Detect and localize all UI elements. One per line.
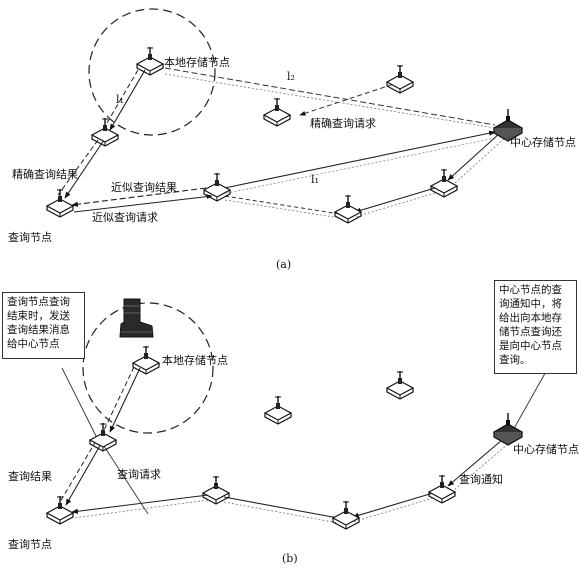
label-precise-request: 精确查询请求	[310, 116, 376, 130]
local-storage-node-b	[132, 345, 160, 375]
sensor-node-bottom-2	[334, 194, 362, 224]
label-approx-request: 近似查询请求	[92, 210, 158, 224]
link-local-down-2	[103, 69, 139, 129]
link-bottom-1	[224, 195, 341, 215]
label-l1-top: l₁	[116, 93, 124, 106]
note-box-right: 中心节点的查 询通知中，将 给出向本地存 储节点查询还 是向中心节点 查询。	[494, 280, 577, 374]
link-center-to-right-1	[447, 132, 501, 181]
link-b-bottom-3	[352, 492, 434, 518]
link-bottom-3	[354, 187, 436, 213]
link-b-mid-query-1	[65, 441, 103, 506]
link-bottom-2	[224, 199, 341, 219]
link-b-return-2	[73, 499, 209, 519]
callout-right-line	[511, 367, 549, 433]
label-query-node: 查询节点	[8, 230, 52, 244]
label-b-query-result: 查询结果	[8, 469, 52, 483]
link-local-down-1	[109, 69, 146, 131]
caption-b: (b)	[282, 552, 298, 565]
link-b-center-right-1	[447, 439, 503, 487]
label-precise-result: 精确查询结果	[12, 167, 78, 181]
link-precise-request	[299, 81, 401, 116]
local-range-circle-b	[82, 302, 214, 434]
label-b-query-request: 查询请求	[117, 467, 161, 481]
panel-a: 本地存储节点 中心存储节点 查询节点 精确查询请求 精确查询结果 近似查询结果 …	[8, 8, 576, 271]
caption-a: (a)	[276, 258, 291, 271]
label-approx-result: 近似查询结果	[111, 180, 177, 194]
sensor-node-upper-right	[386, 64, 414, 94]
link-bottom-4	[354, 192, 436, 218]
label-local-node: 本地存储节点	[164, 55, 230, 69]
link-b-return-1	[71, 494, 209, 514]
callout-left-line	[61, 367, 99, 441]
link-b-bottom-4	[352, 497, 434, 523]
link-approx-return	[71, 187, 207, 207]
label-l2: l₂	[287, 70, 295, 83]
label-b-query-notify: 查询通知	[459, 472, 503, 486]
link-b-bottom-1	[223, 496, 339, 519]
link-b-local-down-2	[103, 366, 135, 431]
link-approx-request	[73, 194, 213, 213]
sensor-node-b-upper-right	[386, 370, 414, 400]
link-query-to-center-l1	[214, 130, 496, 191]
callout-left-line-2	[103, 445, 149, 515]
sensor-node-b-bottom-2	[332, 500, 360, 530]
panel-b: 本地存储节点 中心存储节点 查询节点 查询结果 查询请求 查询通知 (b)	[8, 298, 579, 565]
link-mid-to-query-1	[64, 139, 105, 199]
link-local-to-center-l2	[164, 67, 496, 126]
label-b-query-node: 查询节点	[8, 537, 52, 551]
link-center-to-right-2	[454, 135, 508, 184]
label-b-central-node: 中心存储节点	[513, 442, 579, 456]
sensor-node-center	[263, 97, 291, 127]
label-l1-right: l₁	[311, 173, 319, 186]
link-center-to-approx	[217, 137, 496, 196]
sensor-node-b-center	[264, 395, 292, 425]
local-storage-node	[136, 46, 164, 76]
link-b-local-down-1	[109, 367, 141, 433]
sensor-node-b-bottom-3	[428, 474, 456, 504]
link-b-bottom-2	[223, 501, 339, 524]
label-b-local-node: 本地存储节点	[162, 353, 228, 367]
boot-icon	[119, 298, 154, 338]
link-b-mid-query-2	[59, 440, 97, 503]
label-central-node: 中心存储节点	[510, 135, 576, 149]
local-range-circle	[88, 8, 216, 136]
note-box-left: 查询节点查询 结束时，发送 查询结果消息 给中心节点	[2, 292, 85, 359]
central-storage-node-b	[493, 412, 523, 446]
link-mid-to-query-2	[57, 139, 99, 196]
query-node	[46, 188, 74, 218]
